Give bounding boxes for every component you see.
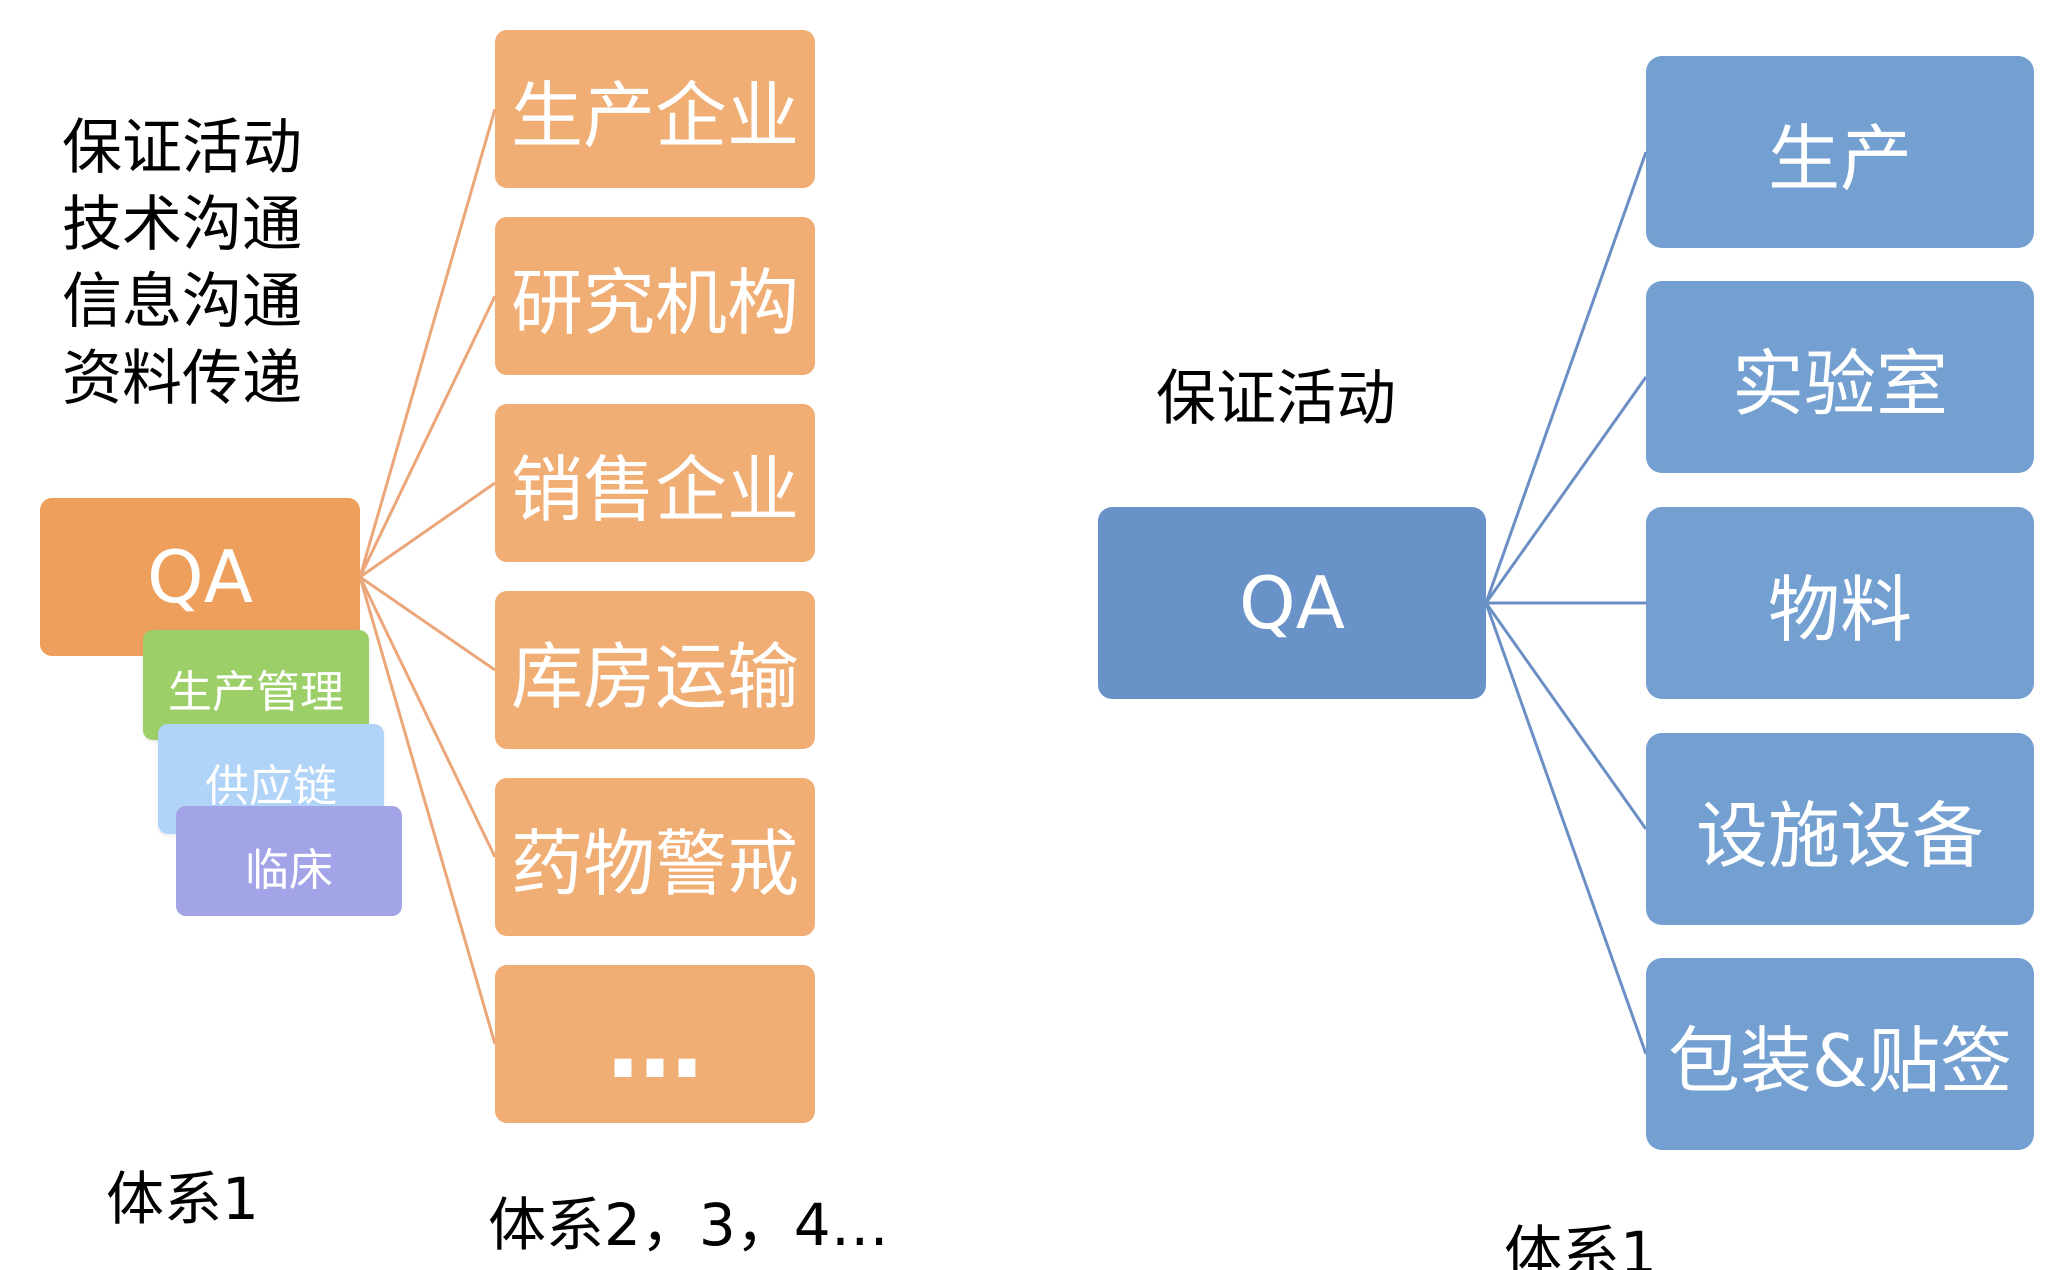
left-activities-list: 保证活动 技术沟通 信息沟通 资料传递 xyxy=(62,110,302,418)
sub-unit-production-management: 生产管理 xyxy=(143,630,369,740)
right-connector-1 xyxy=(1484,376,1648,604)
activity-item: 信息沟通 xyxy=(62,267,302,337)
right-activity-label: 保证活动 xyxy=(1156,364,1396,434)
left-target-research-institute: 研究机构 xyxy=(495,217,815,375)
right-target-facilities-equipment: 设施设备 xyxy=(1646,733,2034,925)
right-caption-system1: 体系1 xyxy=(1504,1219,1657,1270)
activity-item: 技术沟通 xyxy=(62,190,302,260)
left-target-warehouse-transport: 库房运输 xyxy=(495,591,815,749)
right-qa-root-box: QA xyxy=(1098,507,1486,699)
right-target-materials: 物料 xyxy=(1646,507,2034,699)
right-connector-3 xyxy=(1484,602,1648,830)
left-connector-4 xyxy=(358,576,497,858)
left-target-pharmacovigilance: 药物警戒 xyxy=(495,778,815,936)
left-connector-5 xyxy=(358,576,497,1045)
left-caption-systems-2-3-4: 体系2，3，4… xyxy=(488,1191,889,1259)
right-target-production: 生产 xyxy=(1646,56,2034,248)
left-qa-root-box: QA xyxy=(40,498,360,656)
left-connector-2 xyxy=(359,481,496,579)
sub-unit-clinical: 临床 xyxy=(176,806,402,916)
right-target-laboratory: 实验室 xyxy=(1646,281,2034,473)
left-connector-3 xyxy=(359,575,496,672)
left-target-more: … xyxy=(495,965,815,1123)
activity-item: 资料传递 xyxy=(62,344,302,414)
activity-item: 保证活动 xyxy=(62,113,302,183)
left-connector-0 xyxy=(358,108,497,578)
right-target-packaging-labeling: 包装&贴签 xyxy=(1646,958,2034,1150)
left-target-distributor: 销售企业 xyxy=(495,404,815,562)
left-caption-system1: 体系1 xyxy=(106,1165,259,1233)
left-target-manufacturer: 生产企业 xyxy=(495,30,815,188)
right-connector-0 xyxy=(1484,151,1648,604)
left-connector-1 xyxy=(358,295,497,578)
right-connector-4 xyxy=(1484,602,1648,1055)
